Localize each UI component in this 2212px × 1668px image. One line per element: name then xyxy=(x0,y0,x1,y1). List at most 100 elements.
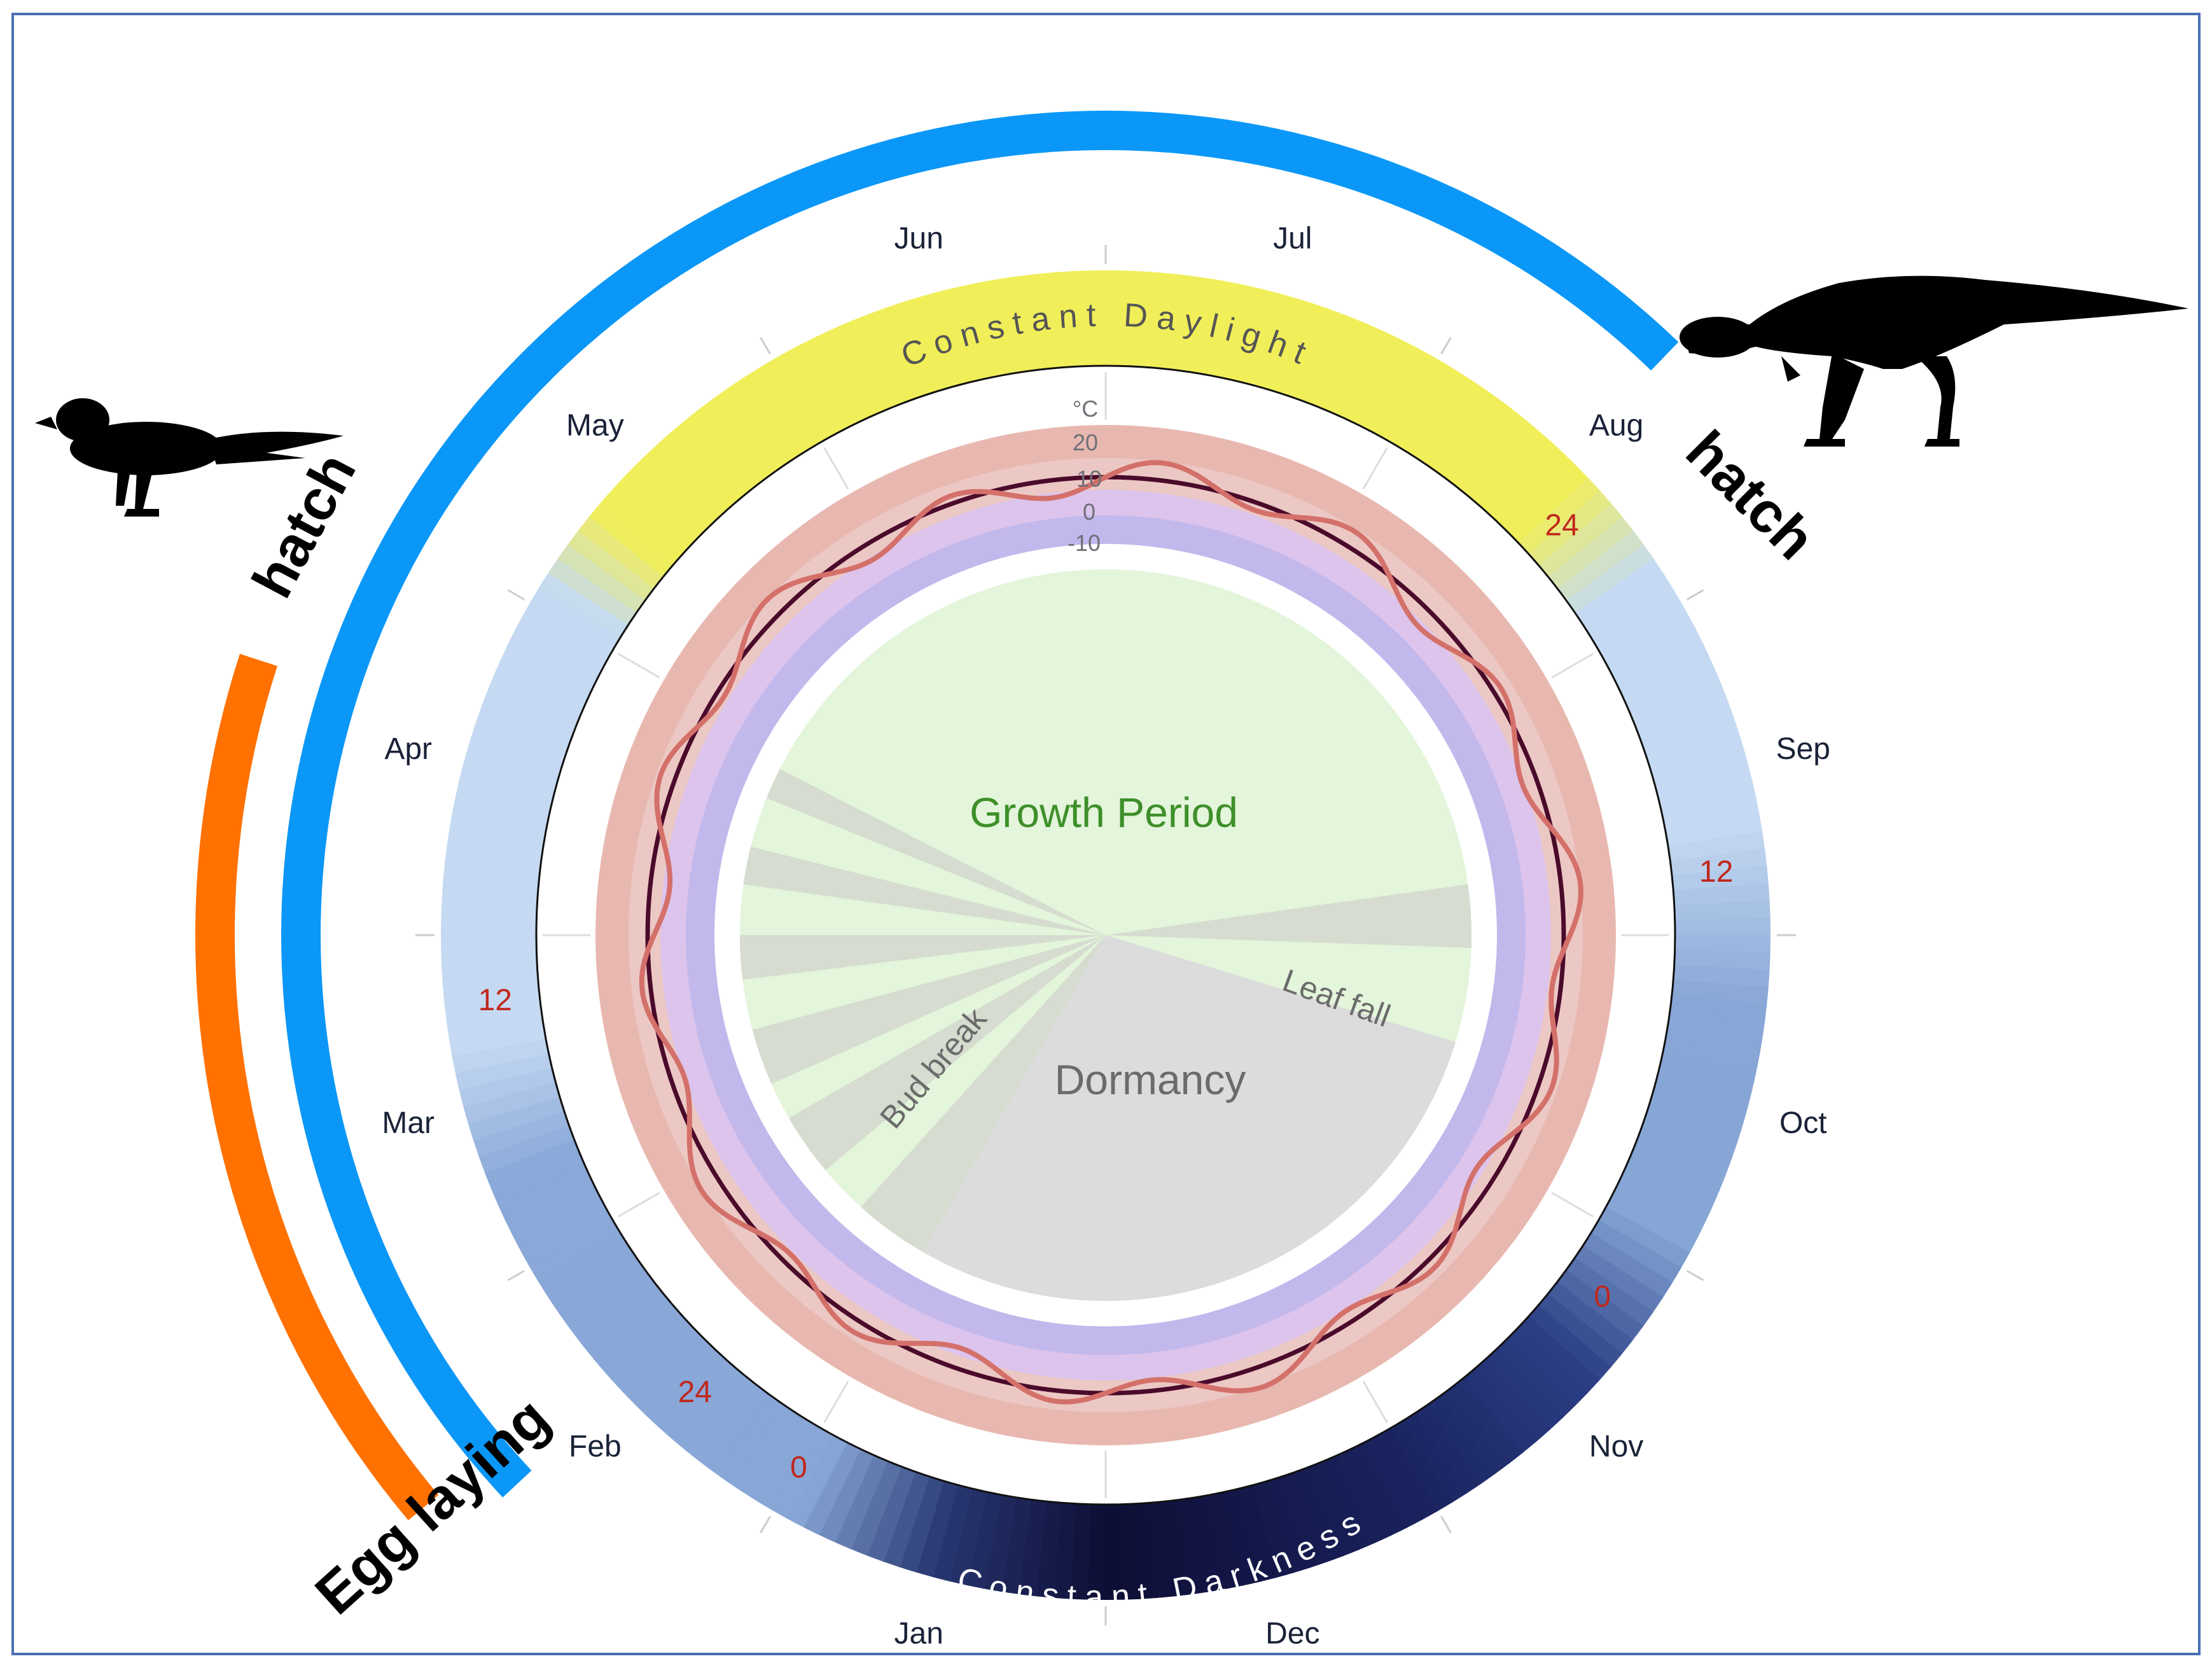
hatch-label-left: hatch xyxy=(240,443,368,608)
daylight-segment xyxy=(881,1471,930,1567)
month-ticks xyxy=(415,245,1796,1625)
month-tick-inner xyxy=(1362,1380,1388,1424)
day-length-label: 24 xyxy=(1545,508,1578,542)
daylight-segment xyxy=(1674,917,1770,938)
daylight-segment xyxy=(1674,900,1770,922)
daylight-segment xyxy=(546,1243,637,1312)
daylight-segment xyxy=(1637,697,1734,747)
daylight-segment xyxy=(1496,1337,1576,1419)
daylight-segment xyxy=(566,1268,654,1340)
leaf-fall-variation-wedge xyxy=(1106,884,1471,949)
hatching-period-arc xyxy=(281,111,1679,1498)
daylight-segment xyxy=(965,1491,1002,1589)
daylight-segment xyxy=(611,476,694,555)
daylight-segment xyxy=(1538,503,1624,579)
daylight-segment xyxy=(1631,1139,1727,1192)
daylight-segment xyxy=(473,711,570,760)
daylight-segment xyxy=(660,428,738,512)
daylight-segment xyxy=(600,489,684,566)
daylight-segment xyxy=(849,1460,902,1556)
daylight-segment xyxy=(473,1109,569,1157)
month-tick-inner xyxy=(823,447,849,490)
daylight-segment xyxy=(1209,281,1246,379)
daylight-segment xyxy=(1573,1245,1664,1314)
daylight-segment xyxy=(1583,573,1674,640)
daylight-segment xyxy=(867,307,918,404)
life-history-arcs xyxy=(195,111,1679,1520)
month-tick-inner xyxy=(1362,447,1388,490)
daylight-segment xyxy=(1636,1125,1733,1176)
daylight-segment xyxy=(851,314,904,410)
daylight-segment xyxy=(1599,602,1692,665)
temp-scale-label: 0 xyxy=(1083,499,1096,525)
daylight-segment xyxy=(548,557,638,625)
month-tick xyxy=(1686,1270,1704,1281)
daylight-segment xyxy=(1618,1167,1713,1224)
daylight-segment xyxy=(1001,275,1034,373)
daylight-segment xyxy=(714,386,785,475)
daylight-segment xyxy=(468,1095,564,1141)
month-label: Nov xyxy=(1589,1430,1643,1464)
month-tick xyxy=(1686,589,1704,601)
daylight-segment xyxy=(1582,1232,1673,1300)
daylight-segment xyxy=(1388,1421,1454,1512)
daylight-segment xyxy=(1362,1435,1423,1529)
month-tick xyxy=(507,589,525,601)
month-label: Aug xyxy=(1589,408,1643,442)
daylight-segment xyxy=(1508,465,1590,545)
daylight-segment xyxy=(833,1454,888,1550)
daylight-segment xyxy=(441,948,538,970)
daylight-segment xyxy=(727,1403,796,1493)
daylight-segment xyxy=(1669,994,1767,1025)
daylight-segment xyxy=(1307,1461,1360,1557)
daylight-segment xyxy=(758,358,823,450)
day-length-label: 0 xyxy=(790,1451,807,1485)
daylight-segment xyxy=(513,616,606,677)
daylight-segment xyxy=(1281,303,1330,400)
daylight-segment xyxy=(659,1357,736,1441)
daylight-segment xyxy=(441,915,537,935)
daylight-segment xyxy=(1631,681,1727,733)
daylight-segment xyxy=(756,1419,821,1511)
daylight-segment xyxy=(441,933,537,953)
daylight-segment xyxy=(1473,1358,1551,1442)
daylight-segment xyxy=(1606,618,1699,679)
daylight-segment xyxy=(557,542,646,613)
daylight-segment xyxy=(1321,1455,1377,1550)
daylight-segment xyxy=(1597,1207,1690,1270)
daylight-segment xyxy=(578,515,665,589)
daylight-segment xyxy=(520,1205,613,1268)
month-tick xyxy=(1440,337,1452,355)
daylight-segment xyxy=(1475,429,1552,513)
daylight-segment xyxy=(1591,587,1683,653)
daylight-segment xyxy=(468,727,565,774)
daylight-segment xyxy=(713,1394,784,1484)
daylight-segment xyxy=(685,1376,760,1463)
month-label: Jan xyxy=(894,1616,943,1650)
temperature-curve xyxy=(639,460,1583,1405)
daylight-segment xyxy=(1293,1466,1344,1563)
daylight-segment xyxy=(1195,278,1230,376)
month-tick-inner xyxy=(617,653,660,679)
daylight-segment xyxy=(984,278,1019,375)
daylight-segment xyxy=(455,1052,552,1090)
daylight-segment xyxy=(1641,1111,1738,1160)
bud-break-variation-wedge xyxy=(789,935,1106,1171)
temp-unit-label: °C xyxy=(1073,396,1098,422)
daylight-segment xyxy=(1165,274,1195,372)
month-tick-inner xyxy=(617,1192,660,1218)
daylight-segment xyxy=(1295,308,1346,405)
daylight-segment xyxy=(1236,1485,1278,1582)
daylight-segment xyxy=(1088,270,1108,366)
month-label: May xyxy=(566,408,624,442)
daylight-inner-border xyxy=(535,365,1676,1506)
daylight-segment xyxy=(743,367,810,458)
daylight-segment xyxy=(1054,271,1078,368)
daylight-segment xyxy=(459,761,557,803)
daylight-segment xyxy=(699,1386,771,1473)
daylight-segment xyxy=(530,585,622,651)
daylight-segment xyxy=(463,744,560,788)
daylight-segment xyxy=(674,417,749,503)
